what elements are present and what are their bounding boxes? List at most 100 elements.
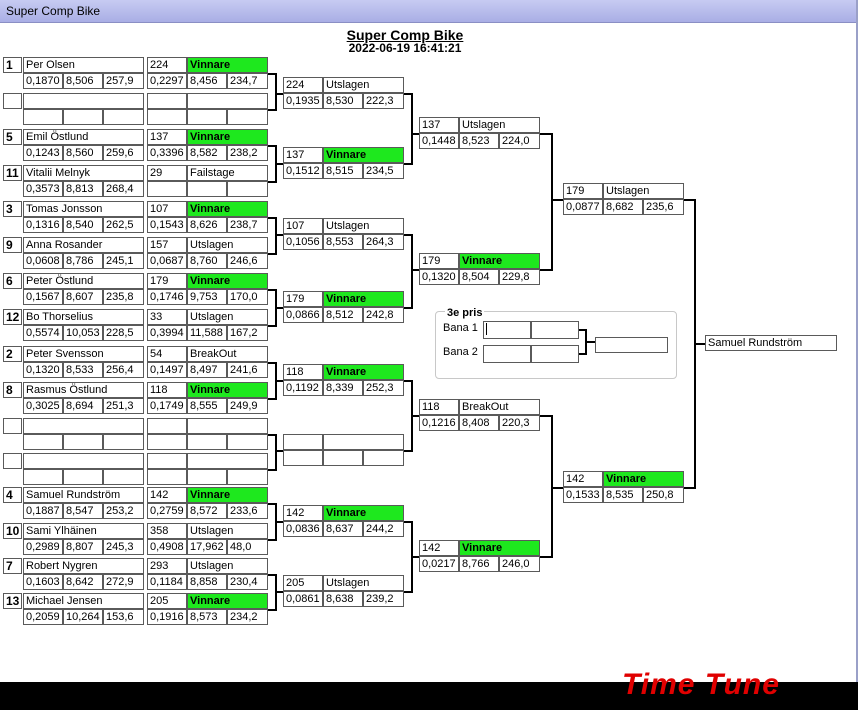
racer-id: 118: [147, 382, 187, 398]
result-status: Vinnare: [187, 273, 268, 289]
seed-number: 5: [3, 129, 22, 145]
seed-number: 9: [3, 237, 22, 253]
speed: 268,4: [103, 181, 144, 197]
elapsed-time: 10,053: [63, 325, 103, 341]
elapsed-time: [63, 109, 103, 125]
reaction-time: 0,0877: [563, 199, 603, 215]
speed-2: 170,0: [227, 289, 268, 305]
page-title: Super Comp Bike: [346, 27, 464, 43]
lane2-input[interactable]: [483, 345, 531, 363]
connector: [579, 353, 586, 355]
speed: 229,8: [499, 269, 540, 285]
racer-name[interactable]: Robert Nygren: [23, 558, 144, 574]
elapsed-time-2: 11,588: [187, 325, 227, 341]
speed: 228,5: [103, 325, 144, 341]
racer-name[interactable]: Michael Jensen: [23, 593, 144, 609]
lane1-result: [531, 321, 579, 339]
elapsed-time: 8,339: [323, 380, 363, 396]
connector-line: [684, 487, 695, 489]
elapsed-time: 8,540: [63, 217, 103, 233]
elapsed-time: [63, 434, 103, 450]
result-status: Utslagen: [187, 558, 268, 574]
result-status: Vinnare: [323, 147, 404, 163]
racer-name[interactable]: Sami Ylhäinen: [23, 523, 144, 539]
reaction-time: 0,0836: [283, 521, 323, 537]
connector-line: [268, 609, 276, 611]
reaction-time: 0,5574: [23, 325, 63, 341]
racer-name[interactable]: [23, 453, 144, 469]
connector-line: [276, 163, 283, 165]
seed-number: 12: [3, 309, 22, 325]
speed: 250,8: [643, 487, 684, 503]
result-status: Failstage: [187, 165, 268, 181]
reaction-time: 0,1567: [23, 289, 63, 305]
racer-name[interactable]: Per Olsen: [23, 57, 144, 73]
speed-2: 234,2: [227, 609, 268, 625]
speed: 252,3: [363, 380, 404, 396]
elapsed-time-2: [187, 181, 227, 197]
reaction-time-2: 0,1497: [147, 362, 187, 378]
racer-name[interactable]: Emil Östlund: [23, 129, 144, 145]
racer-name[interactable]: Anna Rosander: [23, 237, 144, 253]
lane1-input[interactable]: [483, 321, 531, 339]
racer-name[interactable]: Vitalii Melnyk: [23, 165, 144, 181]
elapsed-time: 8,682: [603, 199, 643, 215]
reaction-time: 0,1448: [419, 133, 459, 149]
racer-id: 29: [147, 165, 187, 181]
connector-line: [275, 434, 277, 471]
connector-line: [540, 415, 552, 417]
connector-line: [412, 415, 419, 417]
seed-number: 10: [3, 523, 22, 539]
connector-line: [411, 234, 413, 309]
elapsed-time: 8,533: [63, 362, 103, 378]
connector-line: [268, 109, 276, 111]
elapsed-time: 8,607: [63, 289, 103, 305]
speed-2: [227, 469, 268, 485]
racer-name[interactable]: Peter Östlund: [23, 273, 144, 289]
reaction-time-2: 0,1916: [147, 609, 187, 625]
result-status: Vinnare: [187, 487, 268, 503]
racer-name[interactable]: Samuel Rundström: [23, 487, 144, 503]
reaction-time-2: 0,2759: [147, 503, 187, 519]
connector-line: [404, 307, 412, 309]
speed: 224,0: [499, 133, 540, 149]
racer-name[interactable]: Bo Thorselius: [23, 309, 144, 325]
title-bar[interactable]: Super Comp Bike: [0, 0, 856, 23]
racer-name[interactable]: Rasmus Östlund: [23, 382, 144, 398]
elapsed-time-2: 17,962: [187, 539, 227, 555]
racer-name[interactable]: Peter Svensson: [23, 346, 144, 362]
result-status: Utslagen: [323, 218, 404, 234]
racer-name[interactable]: [23, 93, 144, 109]
connector-line: [276, 93, 283, 95]
connector-line: [268, 73, 276, 75]
seed-number: 4: [3, 487, 22, 503]
connector-line: [268, 253, 276, 255]
elapsed-time: 8,535: [603, 487, 643, 503]
elapsed-time-2: 9,753: [187, 289, 227, 305]
racer-id: 205: [283, 575, 323, 591]
elapsed-time: [323, 450, 363, 466]
result-status: Vinnare: [187, 593, 268, 609]
result-status: Vinnare: [323, 505, 404, 521]
speed: 256,4: [103, 362, 144, 378]
reaction-time: [23, 109, 63, 125]
reaction-time: 0,1533: [563, 487, 603, 503]
reaction-time-2: 0,0687: [147, 253, 187, 269]
result-status: Vinnare: [323, 364, 404, 380]
elapsed-time: 8,813: [63, 181, 103, 197]
racer-id: 107: [147, 201, 187, 217]
connector-line: [268, 469, 276, 471]
connector-line: [276, 380, 283, 382]
reaction-time: 0,1056: [283, 234, 323, 250]
elapsed-time: 8,766: [459, 556, 499, 572]
connector-line: [404, 163, 412, 165]
racer-name[interactable]: [23, 418, 144, 434]
connector-line: [404, 591, 412, 593]
connector: [579, 329, 586, 331]
racer-id: 179: [419, 253, 459, 269]
reaction-time: 0,1320: [23, 362, 63, 378]
elapsed-time: 8,506: [63, 73, 103, 89]
seed-number: 11: [3, 165, 22, 181]
connector-line: [268, 574, 276, 576]
racer-name[interactable]: Tomas Jonsson: [23, 201, 144, 217]
